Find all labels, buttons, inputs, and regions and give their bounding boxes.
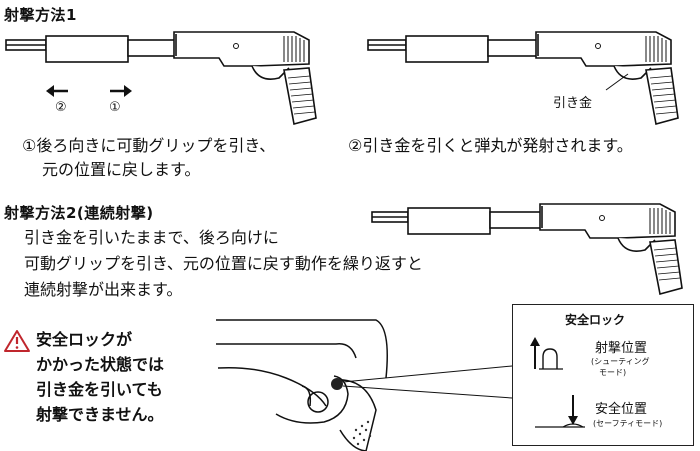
section2-text-line1: 引き金を引いたままで、後ろ向けに: [24, 228, 279, 247]
step1-text-line2: 元の位置に戻します。: [42, 160, 201, 179]
trigger-label: 引き金: [553, 96, 593, 111]
shotgun-illustration-left: [5, 31, 317, 126]
safe-position-label: 安全位置: [595, 402, 648, 417]
shotgun-illustration-continuous: [371, 203, 683, 295]
warning-triangle-icon: [4, 330, 30, 352]
step2-text: ②引き金を引くと弾丸が発射されます。: [348, 136, 633, 155]
arrow-right-label: ①: [109, 100, 121, 115]
warning-line1: 安全ロックが: [36, 330, 133, 349]
arrow-left-icon: [46, 85, 68, 97]
warning-line3: 引き金を引いても: [36, 380, 163, 399]
shotgun-illustration-right: [367, 31, 679, 126]
safe-position-sub: (セーフティモード): [593, 419, 663, 428]
fire-position-sub1: (シューティング: [591, 357, 650, 366]
safety-closeup-illustration: [216, 319, 513, 451]
safety-panel-title: 安全ロック: [565, 313, 626, 327]
section2-text-line2: 可動グリップを引き、元の位置に戻す動作を繰り返すと: [24, 254, 423, 273]
step1-text-line1: ①後ろ向きに可動グリップを引き、: [22, 136, 276, 155]
section1-title: 射撃方法1: [4, 6, 77, 24]
fire-position-label: 射撃位置: [595, 341, 648, 356]
safe-position-icon: [535, 395, 585, 428]
safety-lock-panel: 安全ロック 射撃位置 (シューティング モード) 安全位置 (セーフティモード): [512, 304, 694, 446]
warning-line4: 射撃できません。: [36, 405, 164, 424]
section2-text-line3: 連続射撃が出来ます。: [24, 280, 183, 299]
fire-position-icon: [530, 337, 563, 370]
section2-title: 射撃方法2(連続射撃): [4, 204, 154, 222]
warning-line2: かかった状態では: [36, 355, 165, 374]
arrow-right-icon: [110, 85, 132, 97]
fire-position-sub2: モード): [599, 368, 627, 377]
arrow-left-label: ②: [55, 100, 67, 115]
